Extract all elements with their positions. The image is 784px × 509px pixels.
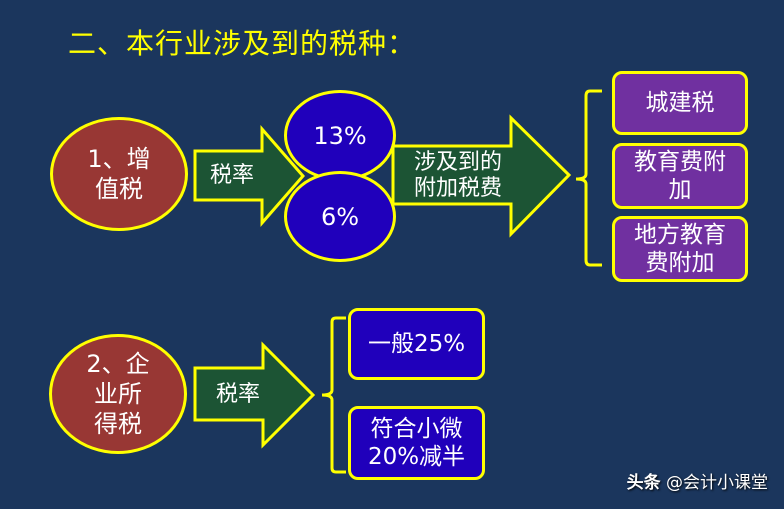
- watermark-brand: 头条: [626, 473, 661, 493]
- slide-title: 二、本行业涉及到的税种：: [68, 27, 417, 60]
- rate-6-node: 6%: [284, 171, 396, 262]
- cit-rate-label-1: 符合小微: [370, 416, 463, 442]
- cit-node-label-3: 得税: [94, 410, 142, 438]
- surcharge-label-2: 加: [668, 177, 692, 203]
- cit-node: 2、企 业所 得税: [49, 334, 187, 454]
- cit-rate-label-2: 20%减半: [367, 444, 466, 470]
- watermark-account: @会计小课堂: [666, 473, 768, 493]
- surcharge-brace-icon: [575, 89, 602, 267]
- cit-node-label-2: 业所: [94, 380, 142, 408]
- vat-rate-arrow-icon: [193, 124, 305, 228]
- surcharge-label-1: 地方教育: [634, 222, 726, 248]
- rate-13-node: 13%: [284, 90, 396, 181]
- surcharge-arrow-icon: [391, 114, 572, 238]
- surcharge-city-construction-tax: 城建税: [612, 71, 748, 135]
- surcharge-arrow-label-1: 涉及到的: [414, 150, 503, 175]
- surcharge-arrow-label-2: 附加税费: [414, 176, 503, 201]
- surcharge-arrow-label: 涉及到的 附加税费: [414, 150, 502, 202]
- cit-brace-icon: [321, 316, 346, 474]
- cit-rate-general: 一般25%: [348, 308, 485, 380]
- cit-rate-arrow-icon: [193, 341, 316, 449]
- surcharge-label: 城建税: [645, 90, 715, 116]
- vat-rate-arrow-label: 税率: [210, 163, 255, 188]
- vat-node-label-1: 1、增: [87, 145, 151, 173]
- vat-node-label-2: 值税: [95, 175, 143, 203]
- rate-6-label: 6%: [320, 202, 360, 231]
- cit-rate-label: 一般25%: [367, 331, 466, 357]
- rate-13-label: 13%: [313, 121, 367, 150]
- watermark: 头条 @会计小课堂: [627, 468, 768, 493]
- cit-node-label-1: 2、企: [86, 350, 150, 378]
- vat-node: 1、增 值税: [50, 117, 188, 231]
- surcharge-label-1: 教育费附: [634, 149, 726, 175]
- cit-rate-small-micro: 符合小微 20%减半: [348, 406, 485, 480]
- surcharge-label-2: 费附加: [645, 250, 715, 276]
- cit-rate-arrow-label: 税率: [216, 382, 261, 407]
- surcharge-education-fee: 教育费附 加: [612, 143, 748, 209]
- surcharge-local-education-fee: 地方教育 费附加: [612, 216, 748, 282]
